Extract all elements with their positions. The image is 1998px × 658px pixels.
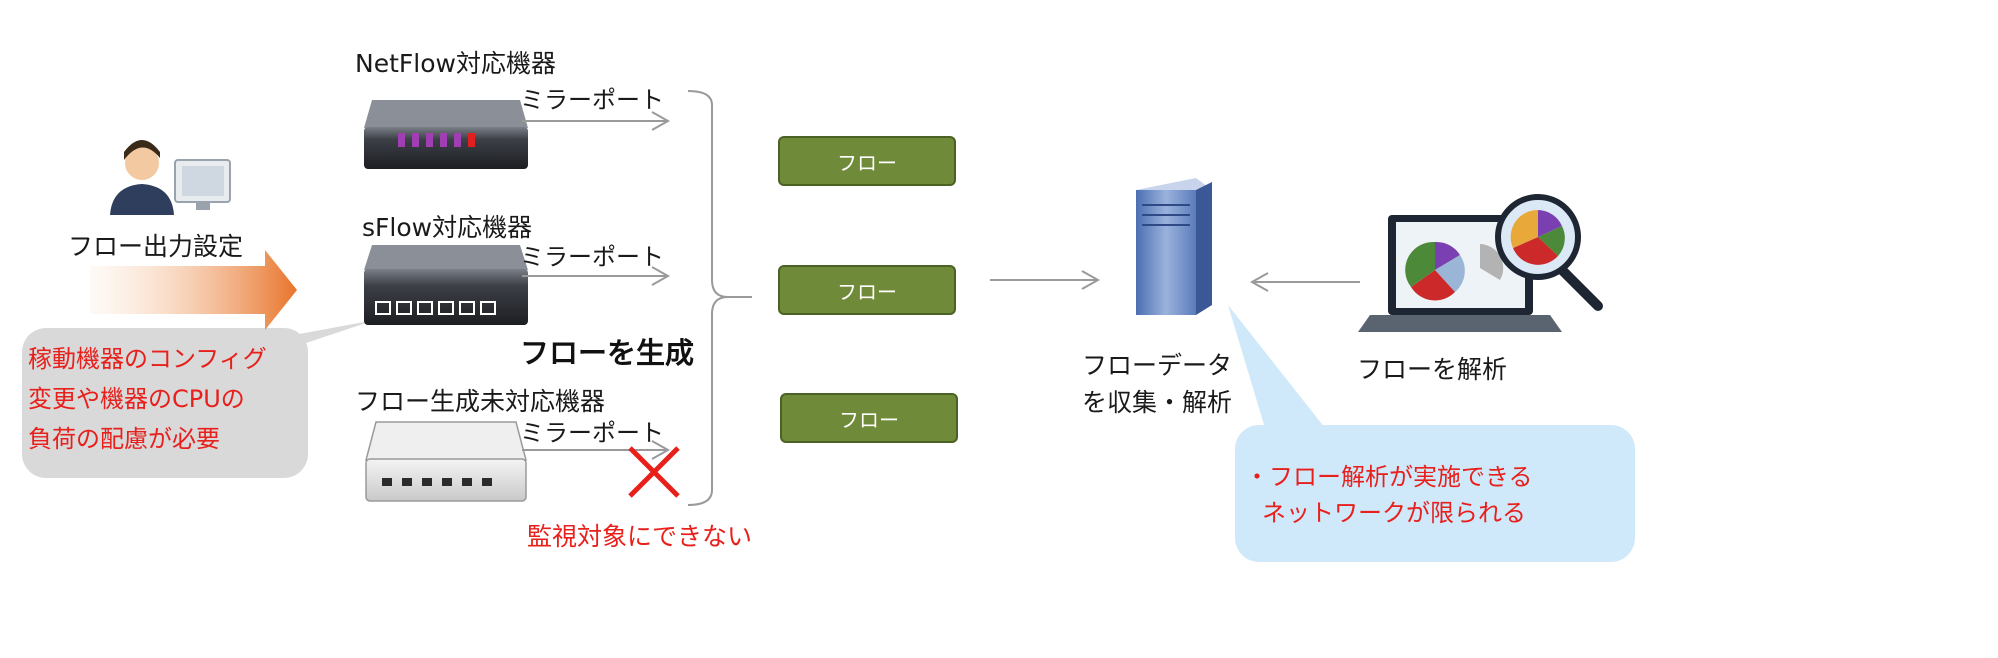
unsupported-device-label: フロー生成未対応機器 [355,387,606,416]
flow-to-collector-arrow [990,270,1101,290]
config-note-line-3: 負荷の配慮が必要 [28,425,220,453]
unsupported-switch-icon [365,421,527,502]
sflow-switch-icon [364,245,528,325]
collector-label-line-2: を収集・解析 [1082,388,1233,417]
mirror-port-arrows [522,111,671,460]
analyzer-label: フローを解析 [1357,355,1508,384]
config-note-bubble [22,328,308,478]
flow-box-2: フロー [778,265,956,315]
flow-box-1: フロー [778,136,956,186]
server-icon [1136,178,1212,315]
analyzer-to-collector-arrow [1249,272,1360,292]
sflow-device-label: sFlow対応機器 [362,213,533,242]
mirror-port-label-1: ミラーポート [520,86,664,114]
netflow-switch-icon [364,100,528,169]
config-note-pointer [240,320,375,345]
generate-flow-label: フローを生成 [520,336,695,370]
netflow-device-label: NetFlow対応機器 [355,49,556,78]
cannot-monitor-label: 監視対象にできない [527,522,753,551]
config-note-line-1: 稼動機器のコンフィグ [28,345,267,373]
config-arrow [90,250,297,330]
config-note-line-2: 変更や機器のCPUの [28,385,245,413]
aggregation-bracket [687,90,729,506]
operator-label: フロー出力設定 [68,232,244,261]
limitation-note-pointer [1228,305,1325,428]
flow-box-3: フロー [780,393,958,443]
magnifier-icon [1495,194,1603,311]
limitation-note-line-2: ネットワークが限られる [1262,499,1526,527]
operator-icon [110,140,231,215]
limitation-note-bubble [1235,425,1635,562]
cross-icon [628,446,680,498]
limitation-note-line-1: ・フロー解析が実施できる [1245,463,1533,491]
mirror-port-label-3: ミラーポート [520,419,664,447]
collector-label-line-1: フローデータ [1082,351,1233,380]
mirror-port-label-2: ミラーポート [520,243,664,271]
